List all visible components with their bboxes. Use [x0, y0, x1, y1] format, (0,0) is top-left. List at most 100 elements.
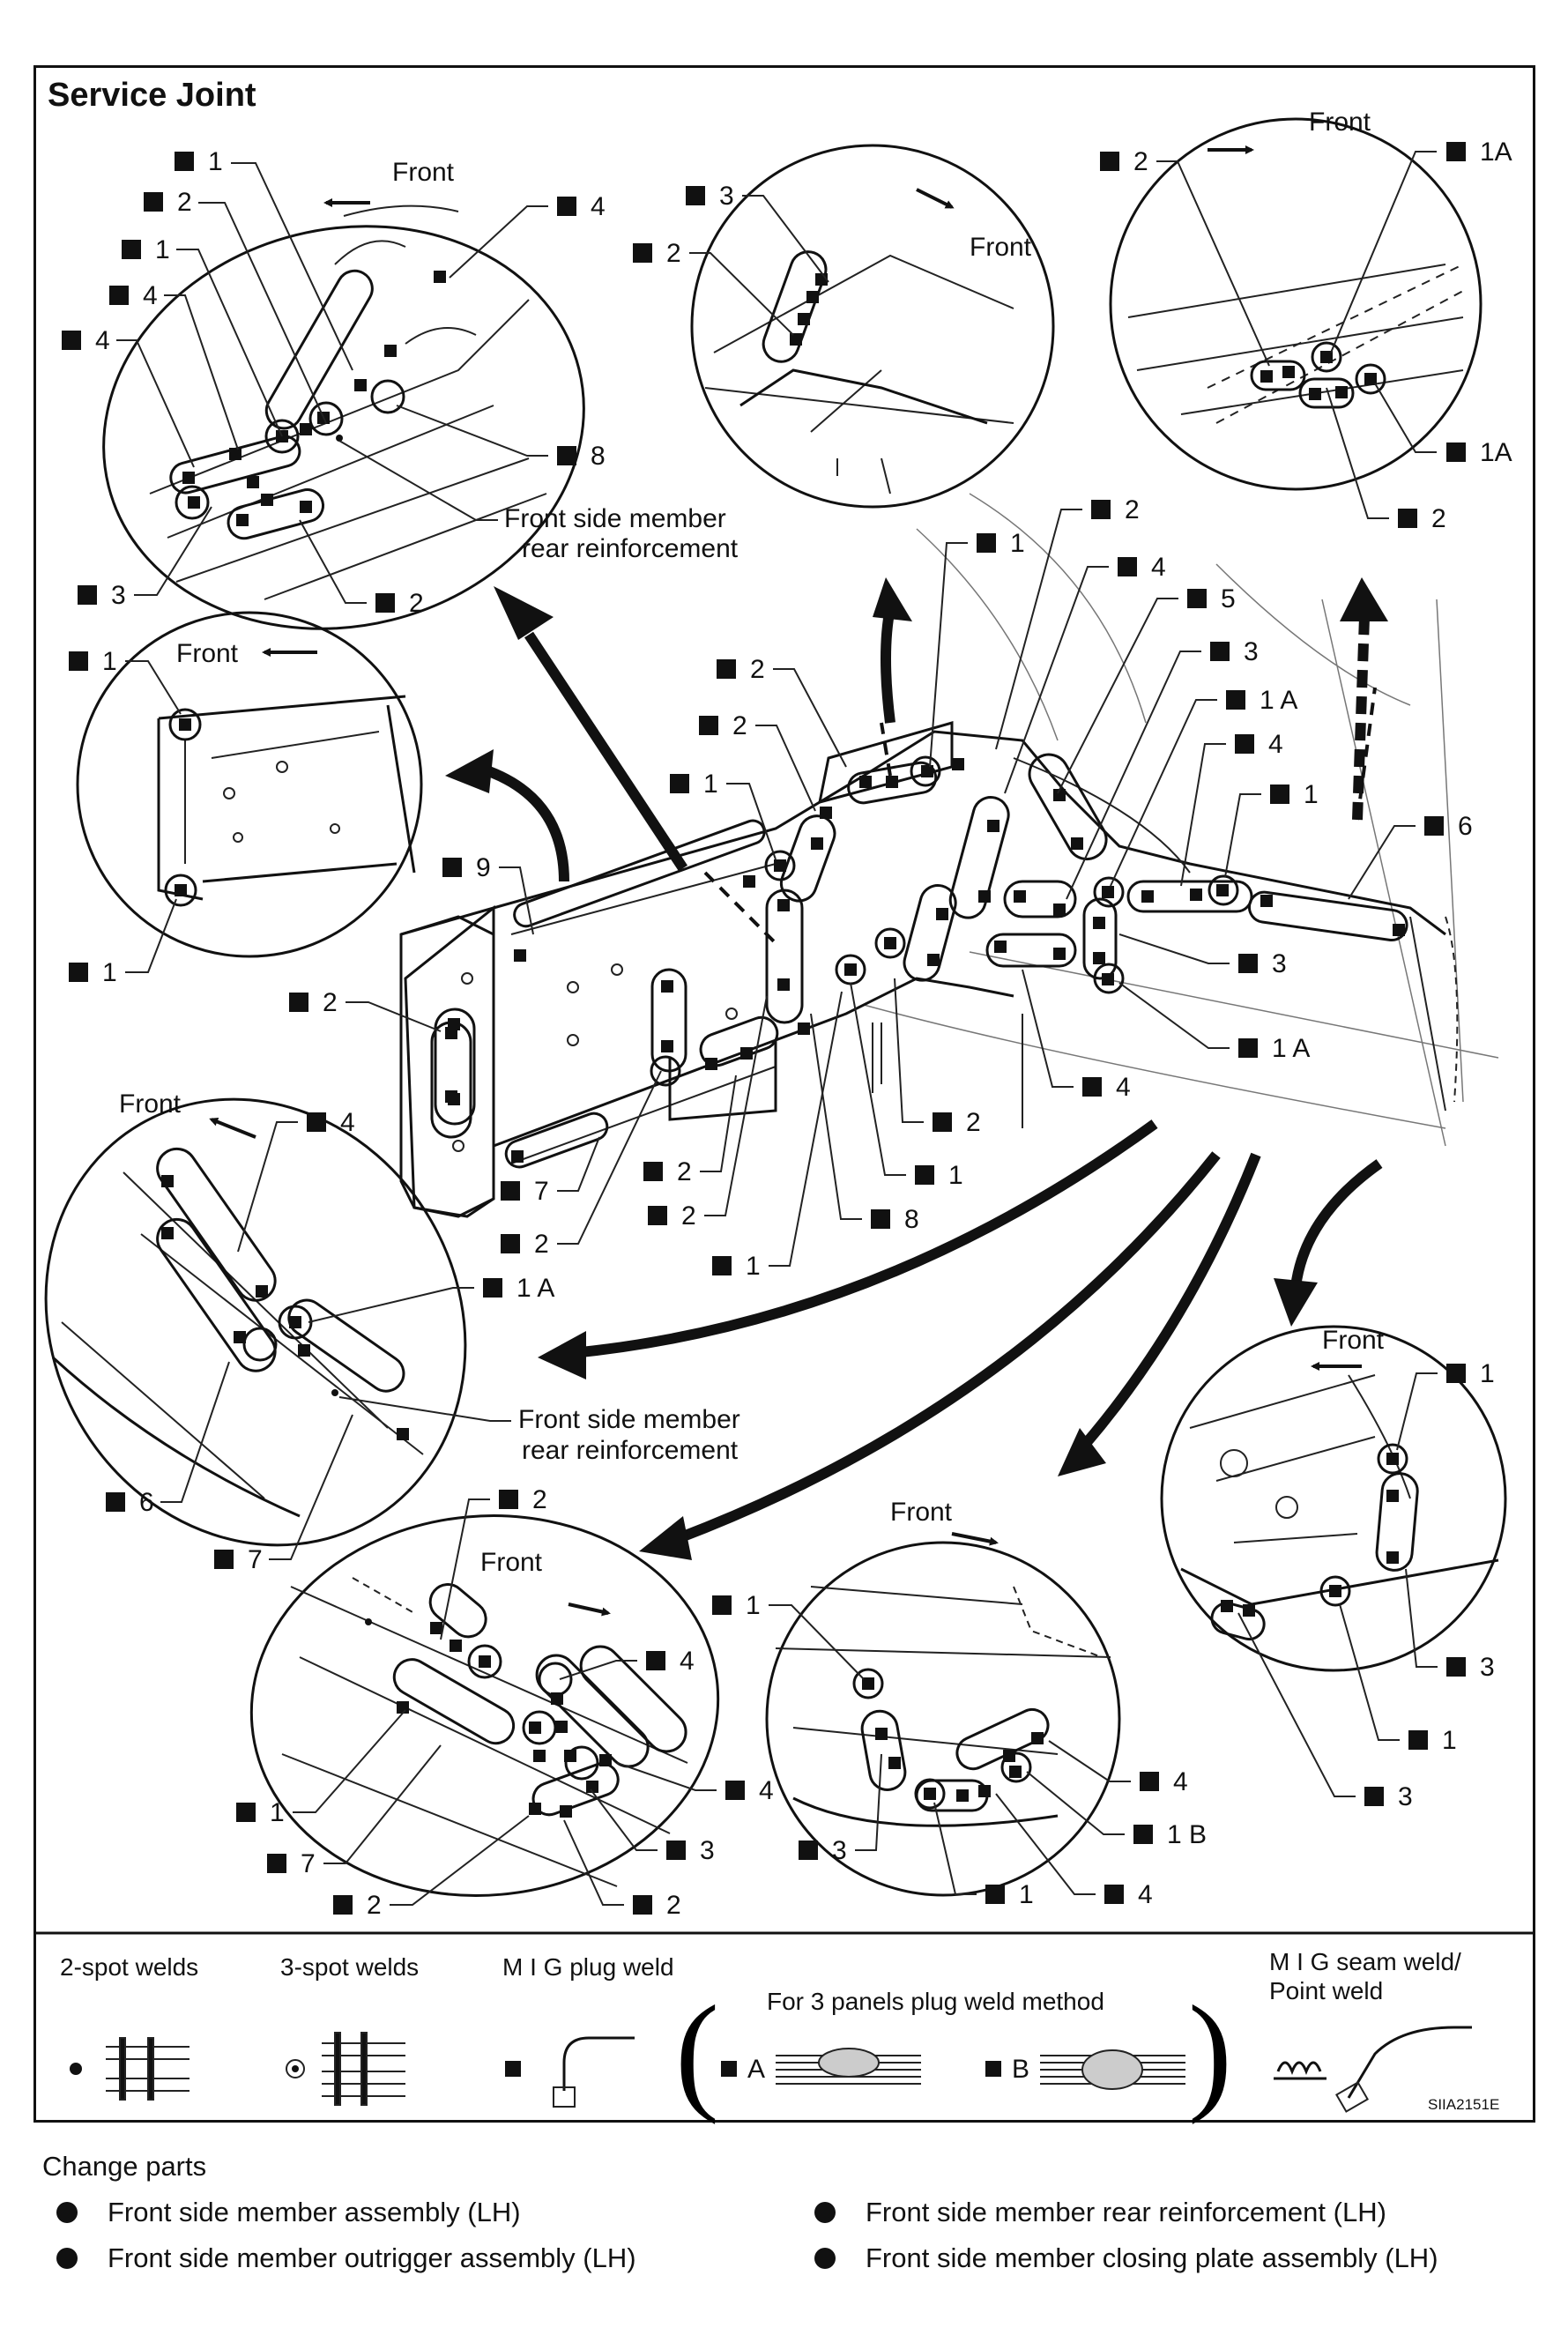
callout-bc-1b: 1 — [1019, 1880, 1034, 1909]
change-part-item: Front side member rear reinforcement (LH… — [814, 2197, 1386, 2228]
front-label-tc: Front — [970, 233, 1032, 262]
legend-mig-seam-line1: M I G seam weld/ — [1269, 1948, 1461, 1975]
callout-bc-3: 3 — [832, 1836, 847, 1865]
legend-mig-plug-label: M I G plug weld — [502, 1953, 674, 1981]
change-parts-title: Change parts — [42, 2151, 207, 2182]
callout-m-3-top: 3 — [1244, 637, 1259, 666]
callout-tr-2b: 2 — [1431, 504, 1446, 533]
change-parts-section: Change parts Front side member assembly … — [35, 2151, 1534, 2327]
two-spot-weld-icon — [70, 2063, 82, 2075]
callout-l-1b: 1 — [102, 958, 117, 987]
callout-br-3a: 3 — [1480, 1653, 1495, 1682]
callout-tl-4b: 4 — [95, 326, 110, 355]
detail-view-bottom-center: Front — [765, 1498, 1121, 1897]
legend-method-b: B — [1012, 2055, 1029, 2084]
callout-bc-4a: 4 — [1138, 1880, 1153, 1909]
callout-m-5: 5 — [1221, 584, 1236, 613]
callout-ml-6: 6 — [139, 1488, 154, 1517]
callout-m-2-low1: 2 — [681, 1201, 696, 1231]
bullet-icon — [814, 2202, 836, 2223]
callout-m-9: 9 — [476, 853, 491, 882]
detail-view-bottom-left: Front — [249, 1514, 720, 1897]
diagram-frame — [33, 65, 1535, 2123]
three-spot-weld-diagram — [322, 2032, 405, 2106]
callout-m-1a-right: 1 A — [1272, 1034, 1310, 1063]
method-b-diagram — [1040, 2049, 1185, 2090]
change-part-item: Front side member closing plate assembly… — [814, 2242, 1438, 2274]
callout-tl-1b: 1 — [155, 235, 170, 264]
callout-tr-1a-a: 1A — [1480, 138, 1512, 167]
callout-m-4-right: 4 — [1268, 730, 1283, 759]
detail-view-middle-left: Front — [44, 1089, 467, 1547]
callout-bl-7: 7 — [301, 1849, 316, 1878]
method-a-diagram — [776, 2048, 921, 2085]
front-label-tl: Front — [392, 158, 455, 187]
legend-two-spot-label: 2-spot welds — [60, 1953, 198, 1981]
legend-three-spot-label: 3-spot welds — [280, 1953, 419, 1981]
callout-tl-1a: 1 — [208, 147, 223, 176]
callout-bl-3: 3 — [700, 1836, 715, 1865]
view-arrows — [445, 577, 1388, 1560]
legend-mig-seam-line2: Point weld — [1269, 1977, 1383, 2004]
two-spot-weld-diagram — [106, 2037, 189, 2101]
callout-m-2-low3: 2 — [534, 1230, 549, 1259]
bullet-icon — [56, 2248, 78, 2269]
callout-tl-4a: 4 — [143, 281, 158, 310]
callout-bl-2a: 2 — [532, 1485, 547, 1514]
front-label-bl: Front — [480, 1548, 543, 1577]
callout-bc-4b: 4 — [1173, 1767, 1188, 1796]
callout-br-3b: 3 — [1398, 1782, 1413, 1811]
callout-bl-2b: 2 — [367, 1891, 382, 1920]
three-spot-weld-icon — [286, 2059, 305, 2078]
mig-plug-torch-icon — [562, 2036, 635, 2091]
mig-seam-torch-icon — [1347, 2026, 1472, 2099]
callout-bl-4a: 4 — [680, 1647, 695, 1676]
callout-bl-1: 1 — [270, 1798, 285, 1827]
callout-m-2-top: 2 — [1125, 495, 1140, 524]
diagram-title: Service Joint — [48, 77, 256, 114]
callout-tr-1a-b: 1A — [1480, 438, 1512, 467]
annotation-tl-line1: Front side member — [504, 504, 726, 533]
callout-m-2-left: 2 — [323, 988, 338, 1017]
bullet-icon — [814, 2248, 836, 2269]
callouts: 1 2 1 4 4 4 8 Front side member rear rei… — [62, 138, 1512, 1920]
callout-l-1a: 1 — [102, 647, 117, 676]
annotation-ml-line2: rear reinforcement — [522, 1436, 739, 1465]
annotation-ml-line1: Front side member — [518, 1405, 740, 1434]
legend-three-panels-label: For 3 panels plug weld method — [767, 1988, 1104, 2015]
callout-tr-2a: 2 — [1133, 147, 1148, 176]
callout-m-8: 8 — [904, 1205, 919, 1234]
mig-plug-weld-icon — [505, 2061, 521, 2077]
callout-br-1b: 1 — [1442, 1726, 1457, 1755]
callout-bl-4b: 4 — [759, 1776, 774, 1805]
callout-tc-3: 3 — [719, 182, 734, 211]
bullet-icon — [56, 2202, 78, 2223]
callout-bc-1a: 1 — [746, 1591, 761, 1620]
detail-view-top-right: Front — [1109, 108, 1483, 491]
callout-ml-4: 4 — [340, 1108, 355, 1137]
callout-ml-1a: 1 A — [516, 1274, 554, 1303]
detail-view-left: Front — [76, 611, 423, 958]
detail-view-top-center: Front — [690, 144, 1055, 509]
detail-view-top-left: Front — [102, 158, 585, 630]
callout-m-4-top: 4 — [1151, 553, 1166, 582]
legend-method-a: A — [747, 2055, 765, 2084]
callout-ml-7: 7 — [248, 1545, 263, 1574]
legend-right-paren: ) — [1188, 1979, 1232, 2125]
change-part-item: Front side member outrigger assembly (LH… — [56, 2242, 636, 2274]
callout-m-4-bottom: 4 — [1116, 1073, 1131, 1102]
callout-bc-1b-weld: 1 B — [1167, 1820, 1207, 1849]
callout-m-1a-top: 1 A — [1260, 686, 1297, 715]
front-side-member-assembly-drawing — [399, 493, 1499, 1218]
weld-legend: 2-spot welds 3-spot welds M I G plug wel… — [60, 1948, 1499, 2125]
callout-m-1-left: 1 — [703, 770, 718, 799]
annotation-tl-line2: rear reinforcement — [522, 534, 739, 563]
callout-tc-2: 2 — [666, 239, 681, 268]
mig-seam-weld-icon — [1276, 2061, 1322, 2076]
callout-m-6: 6 — [1458, 812, 1473, 841]
change-part-item: Front side member assembly (LH) — [56, 2197, 521, 2228]
callout-m-3-right: 3 — [1272, 949, 1287, 978]
image-code: SIIA2151E — [1428, 2096, 1499, 2113]
callout-m-7: 7 — [534, 1177, 549, 1206]
